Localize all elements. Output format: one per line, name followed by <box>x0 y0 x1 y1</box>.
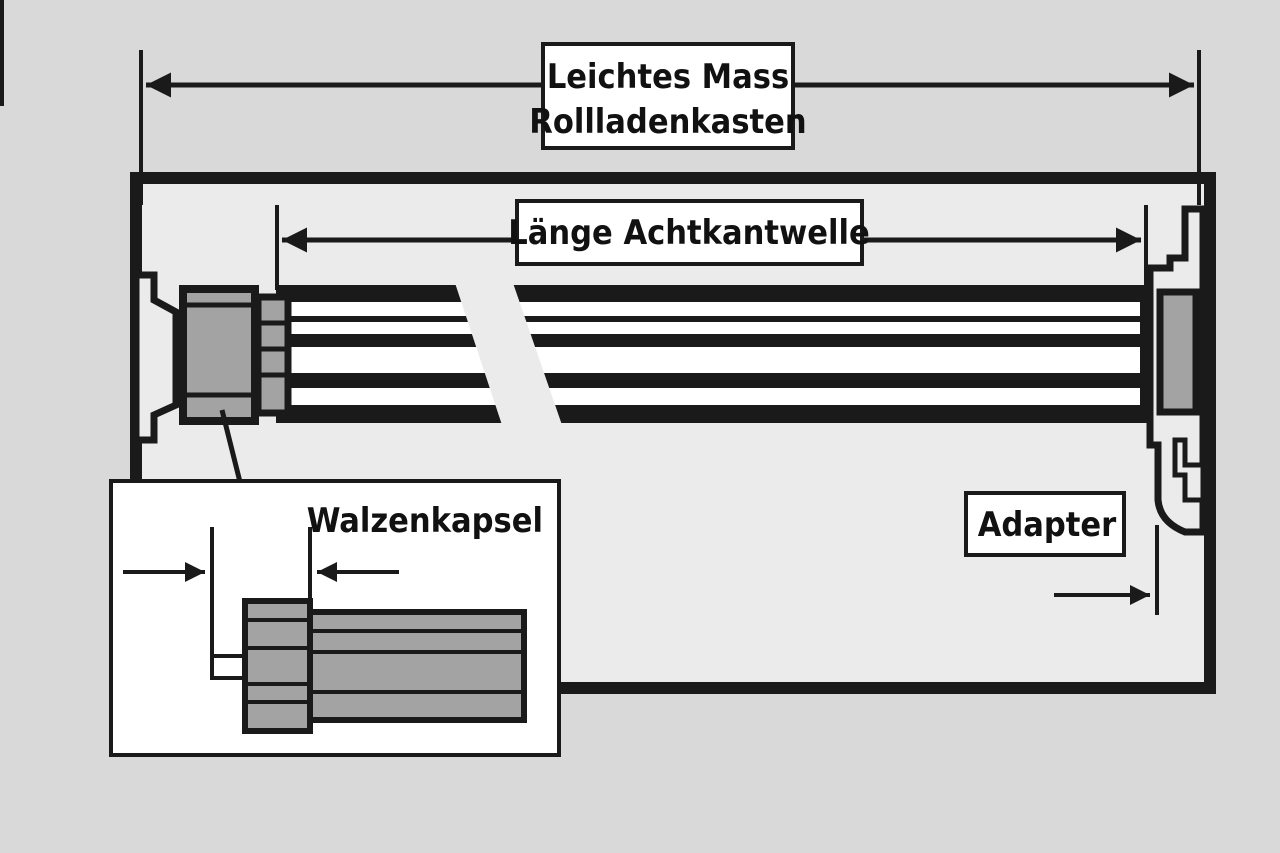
adapter-label-text: Adapter <box>978 505 1117 545</box>
left-capsule-block <box>179 285 259 425</box>
box-width-label-line2: Rollladenkasten <box>529 102 806 142</box>
adapter-pointer <box>1054 525 1159 615</box>
box-width-label: Leichtes Mass Rollladenkasten <box>529 42 807 150</box>
octagonal-shaft <box>276 283 1152 425</box>
shaft-length-label-text: Länge Achtkantwelle <box>508 213 870 253</box>
edge-mark <box>0 0 4 106</box>
shaft-break <box>455 283 562 425</box>
capsule-end-block <box>242 598 313 734</box>
roller-capsule-detail: Walzenkapsel <box>109 479 561 757</box>
box-width-label-line1: Leichtes Mass <box>547 57 789 97</box>
roller-capsule-label: Walzenkapsel <box>307 501 543 541</box>
right-end-adapter <box>1146 205 1207 536</box>
capsule-body <box>307 609 527 723</box>
left-end-cap <box>132 271 292 444</box>
adapter-label: Adapter <box>964 491 1126 557</box>
shaft-length-label: Länge Achtkantwelle <box>508 199 870 266</box>
